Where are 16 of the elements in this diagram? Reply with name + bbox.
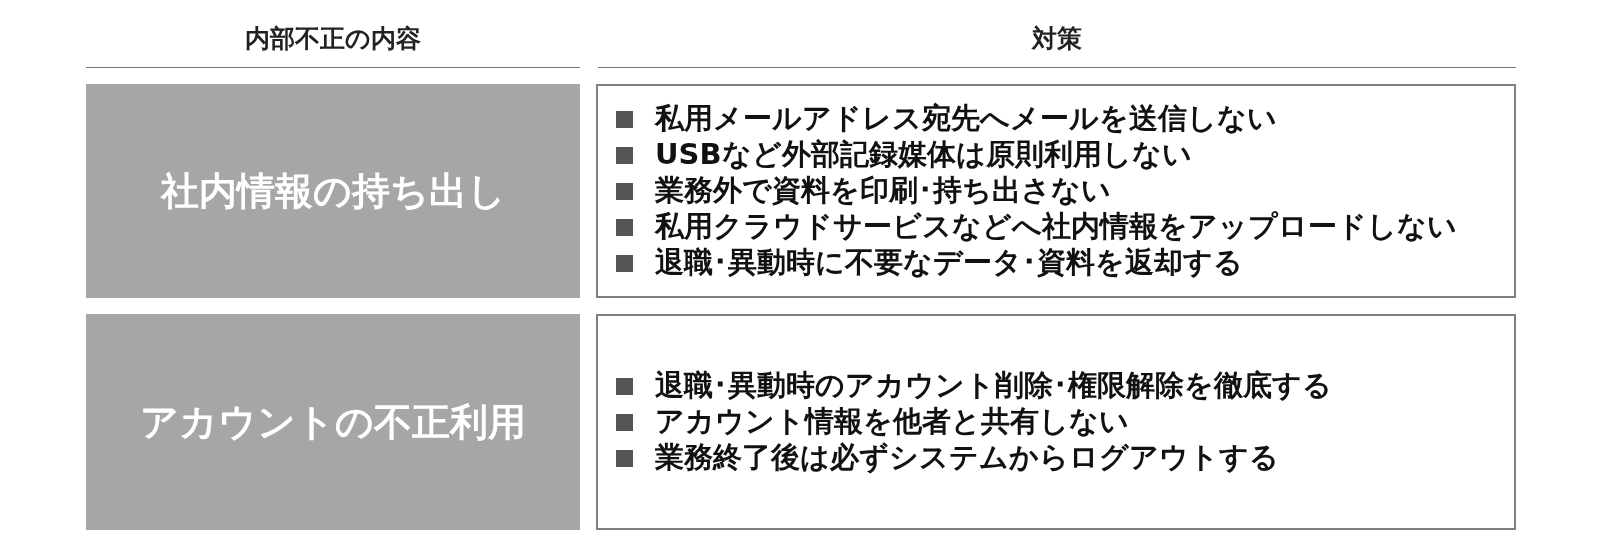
measure-text: 退職･異動時のアカウント削除･権限解除を徹底する — [655, 367, 1332, 404]
category-box — [86, 84, 580, 298]
category-title: アカウントの不正利用 — [140, 398, 526, 446]
measure-text: 私用クラウドサービスなどへ社内情報をアップロードしない — [655, 208, 1457, 245]
column-header: 内部不正の内容 — [245, 23, 421, 55]
category-title: 社内情報の持ち出し — [160, 167, 506, 215]
measures-box — [596, 314, 1516, 530]
measure-text: 業務終了後は必ずシステムからログアウトする — [655, 439, 1279, 476]
measure-text: USBなど外部記録媒体は原則利用しない — [655, 136, 1192, 173]
column-header: 対策 — [1032, 23, 1082, 55]
measure-text: 私用メールアドレス宛先へメールを送信しない — [655, 100, 1277, 137]
category-box — [86, 314, 580, 530]
measure-text: 業務外で資料を印刷･持ち出さない — [655, 172, 1111, 209]
measures-box — [596, 84, 1516, 298]
measure-text: 退職･異動時に不要なデータ･資料を返却する — [655, 244, 1243, 281]
measure-text: アカウント情報を他者と共有しない — [655, 403, 1129, 440]
